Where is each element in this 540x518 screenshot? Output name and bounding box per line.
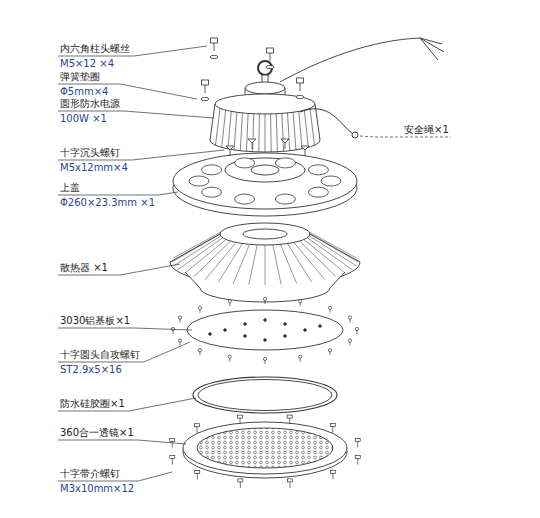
cover-hub-hole xyxy=(251,165,279,175)
hex-screws xyxy=(201,38,304,101)
part-spec: Φ260×23.3mm ×1 xyxy=(60,197,155,208)
lens xyxy=(183,422,347,474)
leader-line xyxy=(360,136,451,137)
part-name: 十字带介螺钉 xyxy=(60,468,120,479)
part-name: 圆形防水电源 xyxy=(60,98,120,109)
part-name: 十字圆头自攻螺钉 xyxy=(60,349,140,360)
part-spec: ST2.9x5×16 xyxy=(60,364,122,375)
silicone-ring xyxy=(193,377,337,413)
cover-hub xyxy=(225,158,305,182)
part-name: 内六角柱头螺丝 xyxy=(60,43,130,54)
power-supply-top xyxy=(215,94,315,114)
aluminium-board xyxy=(187,310,343,350)
part-name: 防水硅胶圈×1 xyxy=(60,398,125,409)
heatsink-core xyxy=(243,229,287,239)
part-name: 360合一透镜×1 xyxy=(60,427,134,438)
leader-line xyxy=(58,342,190,362)
cable-wires xyxy=(420,38,444,60)
lens-array xyxy=(197,428,333,468)
leader-line xyxy=(58,328,192,330)
silicone-ring-inner xyxy=(198,380,332,411)
heatsink-top xyxy=(220,223,310,245)
part-spec: Φ5mm×4 xyxy=(60,86,108,97)
power-cable xyxy=(280,38,420,82)
part-spec: M5×12 ×4 xyxy=(60,58,114,69)
leader-line xyxy=(58,398,196,411)
safety-rope xyxy=(300,109,352,133)
part-name: 十字沉头螺钉 xyxy=(60,147,120,158)
power-cap-top xyxy=(245,82,285,94)
part-name: 上盖 xyxy=(60,182,80,193)
part-spec: 100W ×1 xyxy=(60,113,107,124)
part-spec: M3x10mm×12 xyxy=(60,483,134,494)
part-name: 散热器 ×1 xyxy=(60,262,108,273)
part-name: 弹簧垫圈 xyxy=(60,71,100,82)
rope-ring xyxy=(352,132,358,138)
top-cover xyxy=(173,153,357,209)
part-spec: M5x12mm×4 xyxy=(60,162,128,173)
part-name: 3030铝基板×1 xyxy=(60,315,130,326)
leader-line xyxy=(58,84,197,99)
part-name: 安全绳×1 xyxy=(404,124,449,135)
leader-line xyxy=(58,440,186,444)
